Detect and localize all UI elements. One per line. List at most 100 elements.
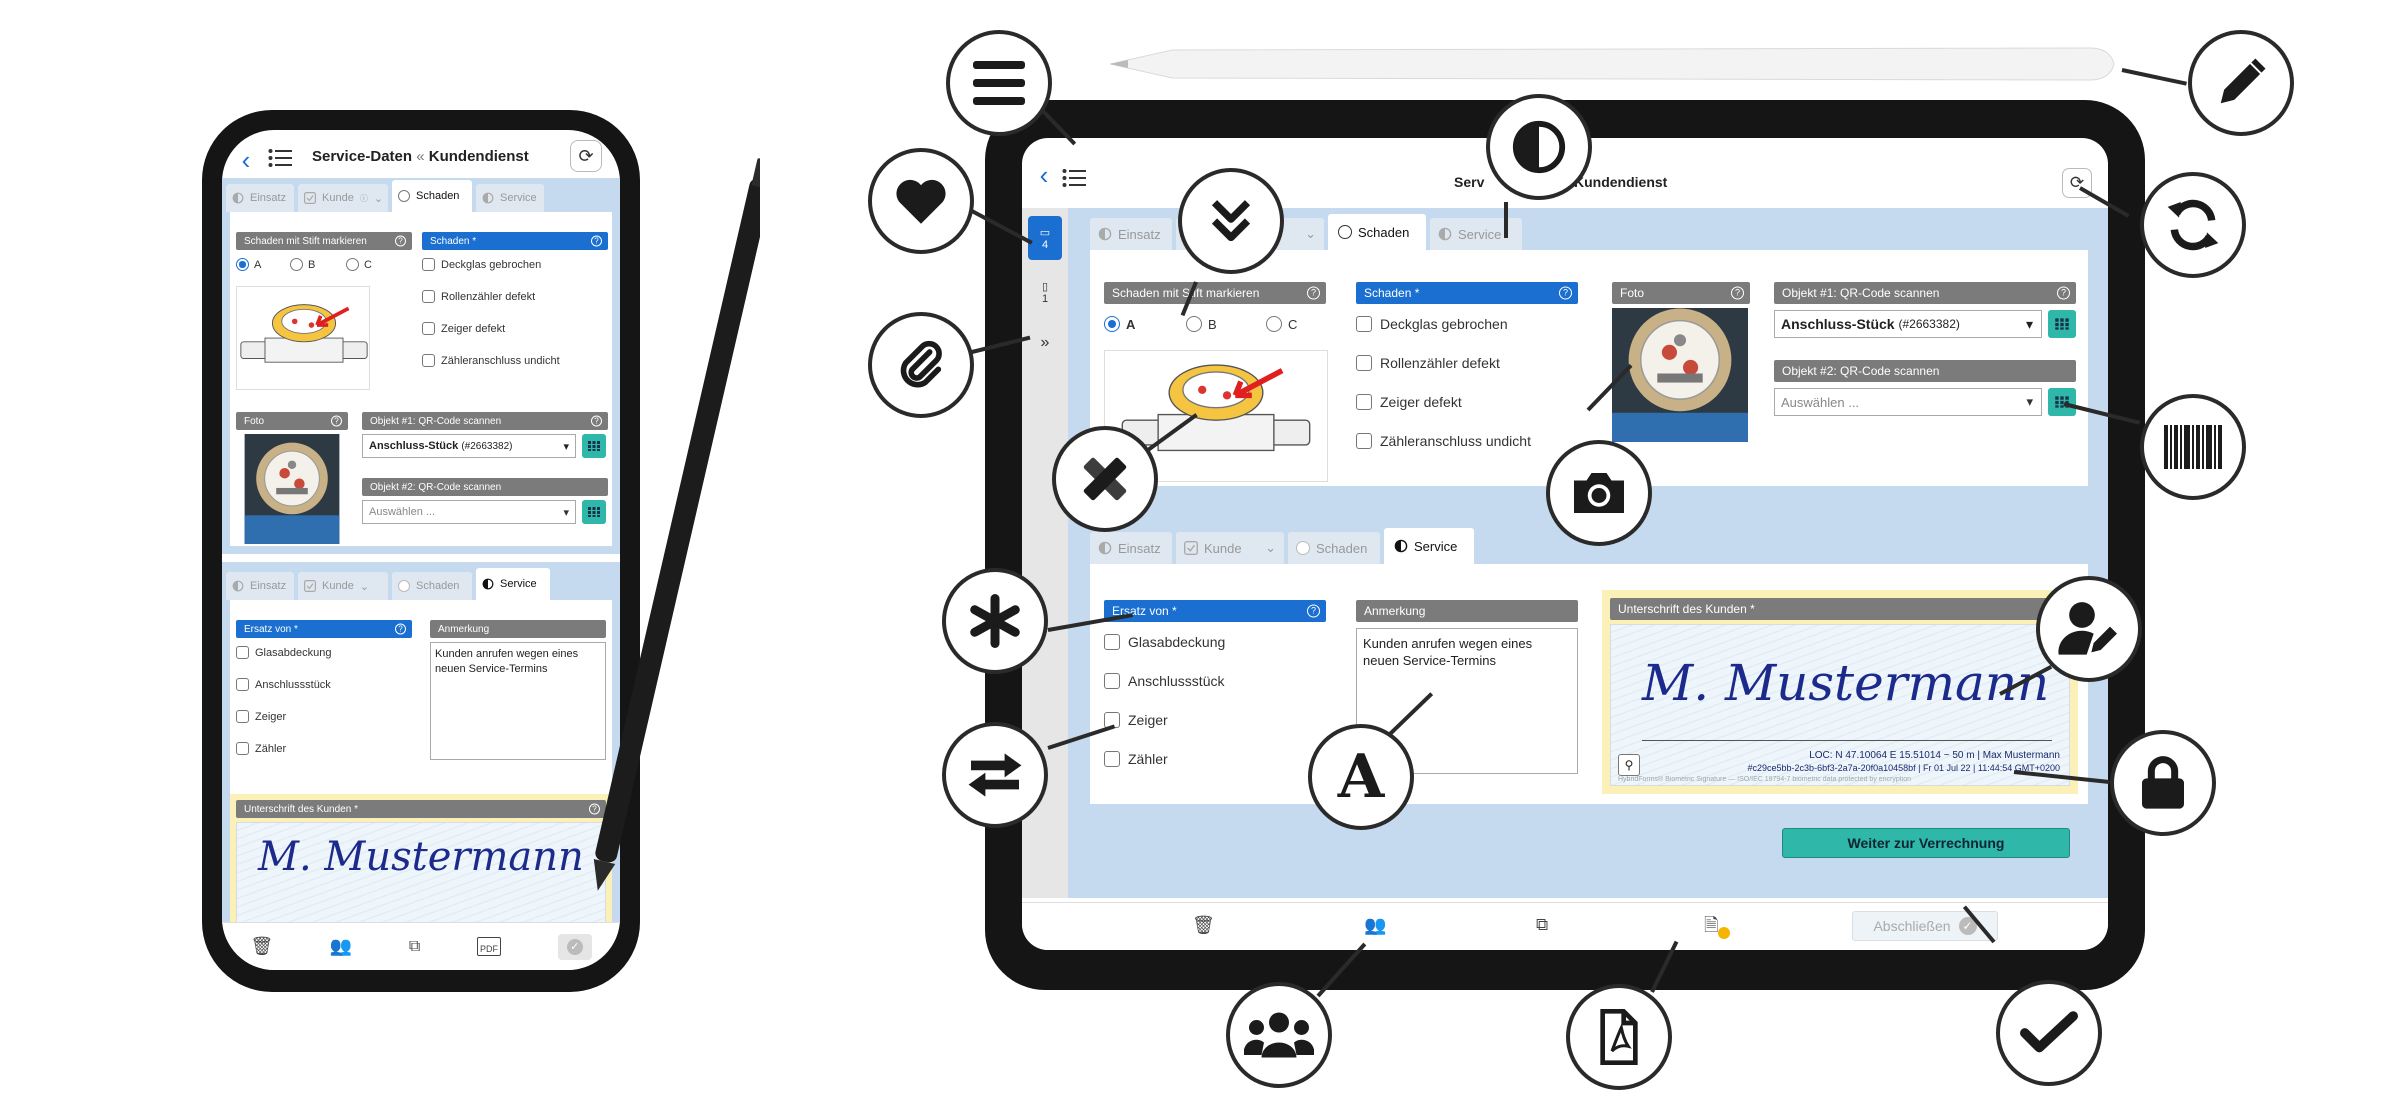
damage-item[interactable]: Zähleranschluss undicht xyxy=(1356,433,1531,449)
note-textarea[interactable]: Kunden anrufen wegen eines neuen Service… xyxy=(1356,628,1578,774)
replacement-caption: Ersatz von *? xyxy=(1104,600,1326,622)
replacement-item[interactable]: Glasabdeckung xyxy=(1104,634,1225,650)
tab-kunde[interactable]: Kunde⌄ xyxy=(298,572,388,600)
tab-service[interactable]: Service xyxy=(476,568,550,600)
team-icon[interactable]: 👥 xyxy=(1364,915,1387,935)
document-icon[interactable]: ▯1 xyxy=(1041,280,1049,305)
stylus-pen xyxy=(593,158,760,891)
meter-drawing-canvas[interactable] xyxy=(1104,350,1328,482)
chevron-down-icon: ⌄ xyxy=(373,192,384,205)
tab-service[interactable]: Service xyxy=(476,184,544,212)
pencil-ruler-icon xyxy=(1052,426,1158,532)
finish-check-button[interactable]: ✓ xyxy=(557,933,592,960)
damage-item[interactable]: Rollenzähler defekt xyxy=(422,290,535,303)
radio-b[interactable]: B xyxy=(290,258,315,271)
contrast-icon xyxy=(232,192,244,204)
damage-item[interactable]: Zähleranschluss undicht xyxy=(422,354,560,367)
tab-einsatz[interactable]: Einsatz xyxy=(226,572,294,600)
meter-drawing-canvas[interactable] xyxy=(236,286,370,390)
page-title: Serv xyxy=(1454,174,1485,190)
replacement-item[interactable]: Zeiger xyxy=(236,710,286,723)
object2-select[interactable]: Auswählen ...▾ xyxy=(362,500,576,524)
tab-schaden[interactable]: Schaden xyxy=(1328,214,1426,250)
radio-a[interactable]: A xyxy=(1104,316,1135,332)
continue-button[interactable]: Weiter zur Verrechnung xyxy=(1782,828,2070,858)
radio-b[interactable]: B xyxy=(1186,316,1217,332)
tab-kunde[interactable]: Kunde⌄ xyxy=(1176,532,1284,564)
tab-service[interactable]: Service xyxy=(1384,528,1474,564)
photo-thumbnail[interactable] xyxy=(1612,308,1748,442)
damage-item[interactable]: Deckglas gebrochen xyxy=(422,258,541,271)
signature-footer: HybridForms® Biometric Signature — ISO/I… xyxy=(1618,776,1912,783)
damage-item[interactable]: Deckglas gebrochen xyxy=(1356,316,1508,332)
trash-icon[interactable]: 🗑 xyxy=(1192,915,1215,935)
replacement-item[interactable]: Glasabdeckung xyxy=(236,646,331,659)
note-textarea[interactable]: Kunden anrufen wegen eines neuen Service… xyxy=(430,642,606,760)
list-menu-icon[interactable] xyxy=(1062,168,1086,188)
object2-caption: Objekt #2: QR-Code scannen xyxy=(362,478,608,496)
pdf-file-icon[interactable]: PDF xyxy=(477,937,502,956)
finish-button[interactable]: Abschließen✓ xyxy=(1852,911,1998,941)
pen-icon xyxy=(2188,30,2294,136)
tab-einsatz[interactable]: Einsatz xyxy=(1090,218,1172,250)
tab-einsatz[interactable]: Einsatz xyxy=(226,184,294,212)
damage-item[interactable]: Zeiger defekt xyxy=(1356,394,1462,410)
radio-c[interactable]: C xyxy=(1266,316,1297,332)
replacement-item[interactable]: Anschlussstück xyxy=(1104,673,1224,689)
back-button[interactable]: ‹ xyxy=(1039,159,1049,190)
signature-pad[interactable] xyxy=(1610,624,2070,786)
replacement-item[interactable]: Anschlussstück xyxy=(236,678,331,691)
object2-select[interactable]: Auswählen ...▾ xyxy=(1774,388,2042,416)
radio-c[interactable]: C xyxy=(346,258,372,271)
team-icon[interactable]: 👥 xyxy=(329,936,353,956)
page-subtitle: Kundendienst xyxy=(1574,174,1668,190)
zoom-icon[interactable]: ⚲ xyxy=(1618,754,1640,776)
checkbox-icon xyxy=(304,192,316,204)
team-icon xyxy=(1226,982,1332,1088)
contrast-icon xyxy=(482,578,494,590)
replacement-caption: Ersatz von *? xyxy=(236,620,412,638)
tab-schaden[interactable]: Schaden xyxy=(392,180,472,212)
document-stack-icon[interactable]: ▭4 xyxy=(1028,216,1062,260)
trash-icon[interactable]: 🗑 xyxy=(250,936,274,956)
tab-einsatz[interactable]: Einsatz xyxy=(1090,532,1172,564)
object1-select[interactable]: Anschluss-Stück (#2663382)▾ xyxy=(1774,310,2042,338)
callout-line xyxy=(1504,202,1508,238)
copy-icon[interactable]: ⧉ xyxy=(408,937,421,955)
tab-schaden[interactable]: Schaden xyxy=(392,572,472,600)
radio-a[interactable]: A xyxy=(236,258,261,271)
back-button[interactable]: ‹ xyxy=(241,144,251,175)
signature-caption: Unterschrift des Kunden * xyxy=(1610,598,2070,620)
tab-service[interactable]: Service xyxy=(1430,218,1522,250)
attachment-icon xyxy=(868,312,974,418)
pdf-file-icon[interactable]: 🗎 xyxy=(1704,915,1719,935)
favorite-heart-icon xyxy=(868,148,974,254)
signature-pad[interactable] xyxy=(236,822,606,930)
qr-scan-button[interactable] xyxy=(2048,388,2076,416)
expand-double-chevron-icon[interactable]: » xyxy=(1040,334,1050,351)
replacement-item[interactable]: Zähler xyxy=(1104,751,1168,767)
menu-icon xyxy=(946,30,1052,136)
damage-caption: Schaden *? xyxy=(422,232,608,250)
photo-thumbnail[interactable] xyxy=(236,434,348,544)
qr-scan-button[interactable] xyxy=(2048,310,2076,338)
list-menu-icon[interactable] xyxy=(268,148,292,168)
object1-caption: Objekt #1: QR-Code scannen? xyxy=(1774,282,2076,304)
required-asterisk-icon xyxy=(942,568,1048,674)
copy-icon[interactable]: ⧉ xyxy=(1536,915,1549,934)
damage-item[interactable]: Zeiger defekt xyxy=(422,322,505,335)
contrast-icon xyxy=(232,580,244,592)
sync-button[interactable]: ⟳ xyxy=(570,140,602,172)
object1-select[interactable]: Anschluss-Stück (#2663382)▾ xyxy=(362,434,576,458)
tab-schaden[interactable]: Schaden xyxy=(1288,532,1380,564)
tablet-screen: ‹ Serv Kundendienst ⟳ ▭4 ▯1 » Einsatz Ku… xyxy=(1022,138,2108,950)
checkbox-icon xyxy=(304,580,316,592)
damage-item[interactable]: Rollenzähler defekt xyxy=(1356,355,1500,371)
qr-scan-button[interactable] xyxy=(582,500,606,524)
replacement-item[interactable]: Zeiger xyxy=(1104,712,1168,728)
qr-scan-button[interactable] xyxy=(582,434,606,458)
photo-caption: Foto? xyxy=(236,412,348,430)
barcode-icon xyxy=(2140,394,2246,500)
replacement-item[interactable]: Zähler xyxy=(236,742,286,755)
